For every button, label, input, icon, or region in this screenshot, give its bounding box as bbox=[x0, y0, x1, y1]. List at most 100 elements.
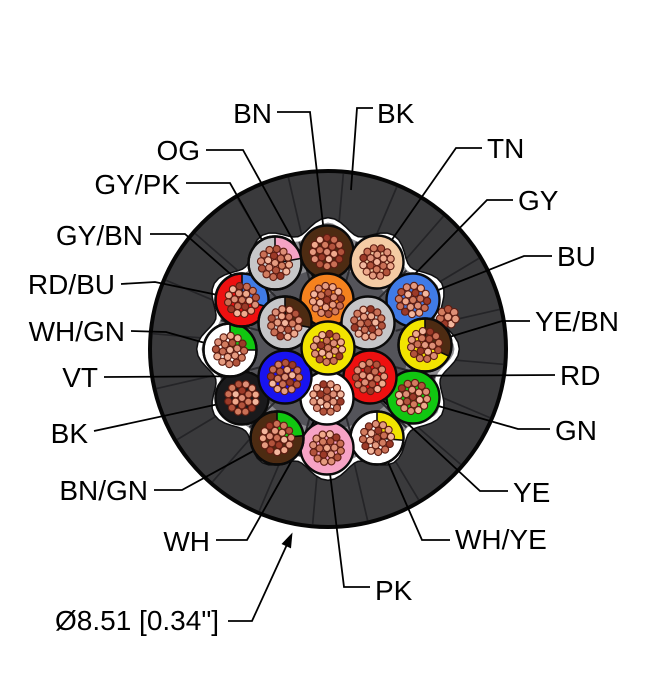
strand bbox=[359, 385, 368, 394]
jacket-spoke bbox=[194, 232, 243, 275]
strand bbox=[228, 285, 237, 294]
wire-label-wh-gn: WH/GN bbox=[29, 316, 125, 347]
strand bbox=[425, 334, 434, 344]
strand bbox=[326, 407, 335, 416]
strand bbox=[410, 378, 420, 388]
strand bbox=[354, 329, 363, 338]
strand bbox=[247, 404, 256, 413]
strand bbox=[336, 294, 346, 303]
strand bbox=[361, 442, 370, 451]
strand bbox=[267, 439, 277, 448]
strand bbox=[308, 297, 318, 306]
strand bbox=[319, 407, 328, 416]
strand bbox=[372, 265, 381, 274]
strand bbox=[240, 346, 249, 355]
strand bbox=[317, 291, 326, 300]
strand bbox=[413, 340, 422, 349]
strand bbox=[224, 298, 233, 307]
wire-label-gy: GY bbox=[518, 185, 559, 216]
strand bbox=[403, 397, 412, 406]
strand bbox=[416, 284, 426, 293]
strand bbox=[383, 248, 392, 257]
strand bbox=[420, 303, 429, 313]
strand bbox=[353, 309, 362, 318]
strand bbox=[251, 397, 260, 407]
strand bbox=[400, 404, 409, 413]
strand bbox=[242, 282, 251, 291]
filler-strand-bundle bbox=[435, 304, 460, 329]
strand bbox=[371, 318, 380, 327]
strand bbox=[314, 284, 323, 293]
strand bbox=[287, 433, 296, 442]
strand bbox=[315, 260, 325, 269]
strand bbox=[428, 341, 437, 350]
wire-label-wh-ye: WH/YE bbox=[455, 524, 547, 555]
strand bbox=[407, 310, 417, 319]
strand bbox=[369, 244, 378, 253]
wire-bn-gn bbox=[249, 410, 305, 466]
leader-line-bn bbox=[277, 111, 327, 251]
strand bbox=[331, 307, 340, 316]
strand bbox=[322, 233, 332, 242]
wire-outline bbox=[214, 272, 270, 328]
strand bbox=[332, 332, 341, 341]
strand bbox=[312, 335, 321, 344]
strand bbox=[423, 296, 432, 306]
strand bbox=[362, 267, 371, 276]
wire-label-vt: VT bbox=[62, 362, 98, 393]
strand bbox=[320, 457, 329, 466]
strand bbox=[353, 380, 363, 389]
strand bbox=[270, 328, 279, 337]
strand bbox=[276, 254, 285, 263]
strand bbox=[335, 301, 345, 310]
strand bbox=[285, 378, 295, 387]
wire-outline bbox=[247, 235, 303, 291]
wire-tn bbox=[349, 234, 405, 290]
strand bbox=[318, 430, 327, 439]
wire-bk bbox=[214, 370, 270, 426]
strand bbox=[319, 380, 328, 389]
strand bbox=[413, 301, 423, 310]
strand bbox=[276, 332, 285, 341]
strand bbox=[230, 295, 239, 304]
strand bbox=[330, 260, 339, 269]
strand bbox=[386, 432, 396, 441]
strand bbox=[381, 445, 390, 454]
strand bbox=[409, 281, 419, 291]
strand bbox=[363, 247, 372, 256]
strand bbox=[336, 390, 345, 399]
strand bbox=[451, 314, 460, 324]
strand bbox=[322, 357, 331, 367]
strand bbox=[384, 425, 393, 435]
strand bbox=[317, 308, 326, 318]
strand bbox=[313, 454, 322, 463]
strand bbox=[431, 332, 441, 341]
strand bbox=[273, 448, 282, 457]
strand bbox=[294, 316, 303, 325]
strand bbox=[220, 340, 230, 349]
strand bbox=[377, 321, 386, 330]
jacket-spoke bbox=[402, 215, 445, 264]
diameter-arrowhead bbox=[281, 532, 293, 549]
strand bbox=[273, 318, 282, 327]
strand bbox=[228, 383, 237, 393]
strand bbox=[237, 401, 246, 410]
wire-gn bbox=[385, 369, 441, 425]
strand bbox=[329, 339, 338, 348]
wire-gy bbox=[340, 295, 396, 351]
strand bbox=[422, 387, 431, 396]
wire-label-ye-bn: YE/BN bbox=[535, 306, 619, 337]
strand bbox=[395, 398, 405, 407]
strand bbox=[218, 357, 227, 366]
strand bbox=[273, 384, 282, 394]
strand bbox=[417, 381, 426, 391]
strand bbox=[420, 401, 429, 410]
strand bbox=[372, 360, 381, 369]
strand bbox=[404, 290, 413, 299]
strand bbox=[403, 379, 412, 389]
strand bbox=[234, 380, 243, 389]
wire-label-bk: BK bbox=[51, 418, 89, 449]
strand bbox=[330, 443, 339, 452]
strand bbox=[309, 441, 318, 450]
